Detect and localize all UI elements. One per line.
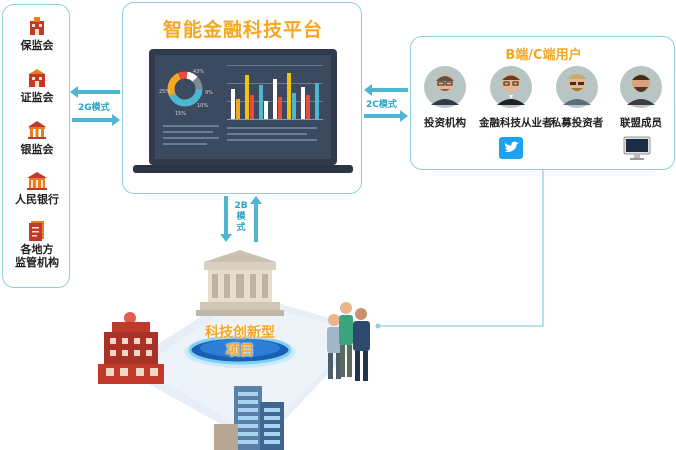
donut-label: 9%: [205, 90, 213, 96]
private-investor-avatar-icon: [556, 66, 598, 108]
document-icon: [29, 221, 44, 241]
member-avatar-icon: [620, 66, 662, 108]
user-practitioner: 金融科技从业者: [479, 65, 553, 130]
arrow-2g-label: 2G模式: [78, 103, 110, 113]
donut-label: 25%: [159, 89, 170, 95]
user-label: 投资机构: [424, 117, 466, 129]
regulator-item: 保监会: [3, 15, 71, 52]
user-member: 联盟成员: [609, 65, 673, 130]
user-label: 金融科技从业者: [479, 117, 553, 129]
users-panel: B端/C端用户 投资机构 金融科技从业者: [410, 36, 675, 170]
investor-avatar-icon: [424, 66, 466, 108]
users-title: B端/C端用户: [505, 48, 582, 63]
arrow-2b-label: 2B 模式: [234, 201, 248, 233]
donut-label: 43%: [193, 69, 204, 75]
arrow-2c-icon: [364, 84, 408, 122]
building-icon: [30, 17, 44, 35]
arrow-2b-icon: [220, 196, 262, 242]
donut-chart: [167, 71, 203, 107]
donut-label: 15%: [175, 111, 186, 117]
monitor-icon: [623, 136, 651, 160]
regulator-label: 证监会: [20, 91, 54, 104]
regulator-label: 保监会: [20, 39, 54, 52]
regulator-item: 各地方 监管机构: [3, 219, 71, 269]
regulator-label: 银监会: [20, 143, 54, 156]
practitioner-avatar-icon: [490, 66, 532, 108]
user-investor: 投资机构: [413, 65, 477, 130]
bar-chart: [227, 73, 323, 120]
platform-panel: 智能金融科技平台 43% 25% 9% 10% 15%: [122, 2, 362, 194]
user-label: 联盟成员: [620, 117, 662, 129]
regulator-item: 银监会: [3, 119, 71, 156]
office-tower-icon: [214, 386, 284, 450]
building-icon: [29, 69, 45, 87]
museum-building-icon: [196, 250, 284, 316]
platform-title: 智能金融科技平台: [162, 19, 323, 41]
red-building-icon: [98, 312, 164, 384]
project-label: 科技创新型 项目: [205, 325, 275, 359]
user-label: 私募投资者: [550, 117, 604, 129]
regulator-item: 证监会: [3, 67, 71, 104]
bank-icon: [28, 121, 46, 139]
business-people-icon: [327, 302, 370, 381]
donut-label: 10%: [197, 103, 208, 109]
regulator-item: 人民银行: [3, 169, 71, 206]
twitter-icon: [499, 137, 523, 159]
user-private-investor: 私募投资者: [545, 65, 609, 130]
regulator-label: 监管机构: [15, 256, 59, 269]
laptop-icon: 43% 25% 9% 10% 15%: [133, 49, 353, 173]
arrow-2c-label: 2C模式: [366, 100, 397, 110]
temple-icon: [27, 172, 47, 190]
regulators-panel: 保监会 证监会 银监会 人民银行 各地方 监管机构: [2, 4, 70, 288]
arrow-2g-icon: [70, 86, 120, 126]
regulator-label: 各地方: [20, 243, 54, 256]
connector-line: [378, 170, 544, 327]
regulator-label: 人民银行: [15, 193, 59, 206]
